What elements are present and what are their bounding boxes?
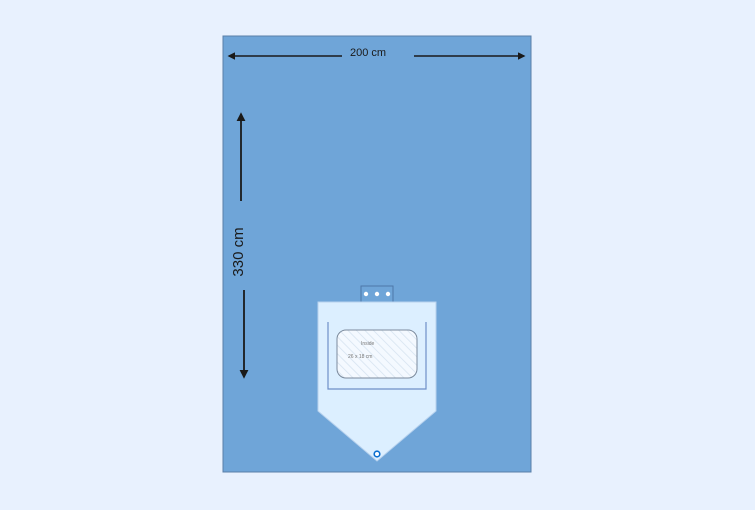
height-label: 330 cm: [230, 227, 247, 276]
tab-hole: [363, 291, 369, 297]
pouch-inner-pocket: [327, 322, 427, 390]
window-label: Inside: [361, 341, 375, 347]
tab-hole: [385, 291, 391, 297]
inside-window: [336, 329, 418, 379]
width-label: 200 cm: [350, 47, 386, 59]
tab-hole: [374, 291, 380, 297]
window-size-label: 26 x 18 cm: [348, 354, 372, 360]
drain-port-icon: [373, 450, 381, 458]
